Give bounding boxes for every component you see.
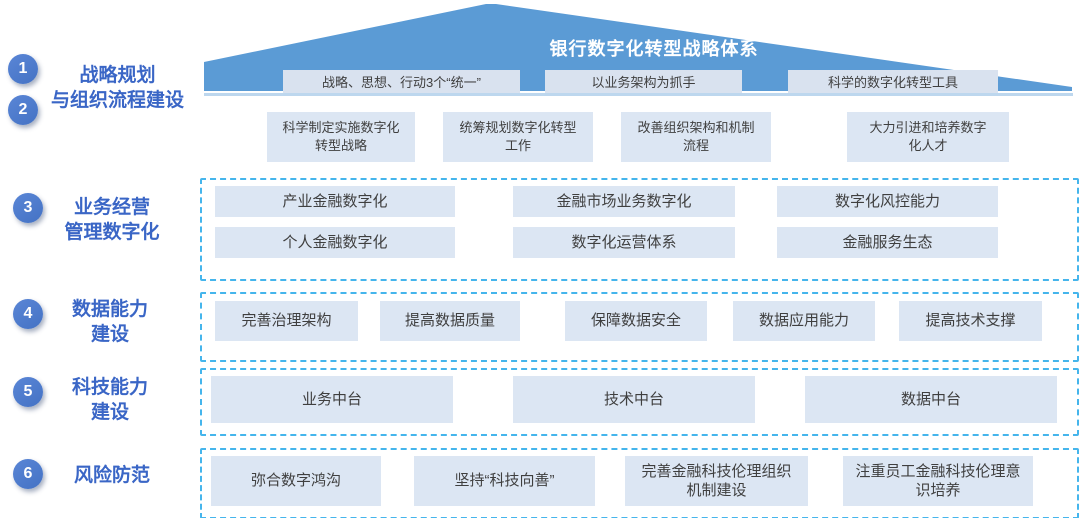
rail-label-strategy-org: 战略规划 与组织流程建设: [35, 63, 200, 113]
business-box-operations: 数字化运营体系: [513, 227, 735, 258]
box-text: 统筹规划数字化转型工作: [459, 120, 577, 153]
rail-label-line: 战略规划: [79, 65, 156, 86]
roof-triangle: [204, 4, 1072, 91]
strategy-box-plan: 统筹规划数字化转型工作: [443, 112, 593, 162]
strategy-box-org-structure: 改善组织架构和机制流程: [621, 112, 771, 162]
rail-label-line: 管理数字化: [64, 222, 160, 243]
business-box-personal-finance: 个人金融数字化: [215, 227, 455, 258]
business-box-service-ecosystem: 金融服务生态: [777, 227, 998, 258]
step-circle-1: 1: [8, 54, 38, 84]
box-text: 科学制定实施数字化转型战略: [282, 120, 400, 153]
step-circle-5: 5: [13, 377, 43, 407]
step-circle-3: 3: [13, 193, 43, 223]
strategy-box-formulate: 科学制定实施数字化转型战略: [267, 112, 415, 162]
box-text: 注重员工金融科技伦理意识培养: [855, 462, 1021, 500]
diagram-title: 银行数字化转型战略体系: [549, 39, 759, 59]
tech-box-technology-platform: 技术中台: [513, 376, 755, 423]
rail-label-data: 数据能力 建设: [37, 297, 183, 347]
strategy-box-talent: 大力引进和培养数字化人才: [847, 112, 1009, 162]
roof-underline: [204, 93, 1073, 96]
tech-box-business-platform: 业务中台: [211, 376, 453, 423]
box-text: 大力引进和培养数字化人才: [869, 120, 987, 153]
roof-box-unify: 战略、思想、行动3个“统一”: [283, 70, 520, 93]
business-box-risk-control: 数字化风控能力: [777, 186, 998, 217]
box-text: 完善金融科技伦理组织机制建设: [641, 462, 792, 500]
rail-label-tech: 科技能力 建设: [37, 375, 183, 425]
rail-label-line: 建设: [90, 402, 129, 423]
data-box-governance: 完善治理架构: [215, 301, 358, 341]
step-circle-6: 6: [13, 459, 43, 489]
rail-label-line: 数据能力: [71, 299, 148, 320]
rail-label-business: 业务经营 管理数字化: [37, 195, 187, 245]
step-circle-2: 2: [8, 95, 38, 125]
rail-label-risk: 风险防范: [37, 463, 187, 488]
rail-label-line: 建设: [90, 324, 129, 345]
rail-label-line: 与组织流程建设: [50, 90, 184, 111]
tech-box-data-platform: 数据中台: [805, 376, 1057, 423]
roof-shape: [204, 4, 1073, 96]
data-box-application: 数据应用能力: [733, 301, 875, 341]
risk-box-tech-for-good: 坚持“科技向善”: [414, 456, 595, 506]
box-text: 改善组织架构和机制流程: [637, 120, 755, 153]
data-box-quality: 提高数据质量: [380, 301, 520, 341]
data-box-tech-support: 提高技术支撑: [899, 301, 1042, 341]
rail-label-line: 业务经营: [73, 197, 150, 218]
data-box-security: 保障数据安全: [565, 301, 707, 341]
roof-box-tools: 科学的数字化转型工具: [788, 70, 998, 93]
rail-label-line: 风险防范: [73, 465, 150, 486]
risk-box-digital-divide: 弥合数字鸿沟: [211, 456, 381, 506]
risk-box-ethics-awareness: 注重员工金融科技伦理意识培养: [843, 456, 1033, 506]
roof-box-architecture: 以业务架构为抓手: [545, 70, 742, 93]
rail-label-line: 科技能力: [71, 377, 148, 398]
step-circle-4: 4: [13, 299, 43, 329]
business-box-industry-finance: 产业金融数字化: [215, 186, 455, 217]
risk-box-ethics-org: 完善金融科技伦理组织机制建设: [625, 456, 808, 506]
business-box-financial-markets: 金融市场业务数字化: [513, 186, 735, 217]
